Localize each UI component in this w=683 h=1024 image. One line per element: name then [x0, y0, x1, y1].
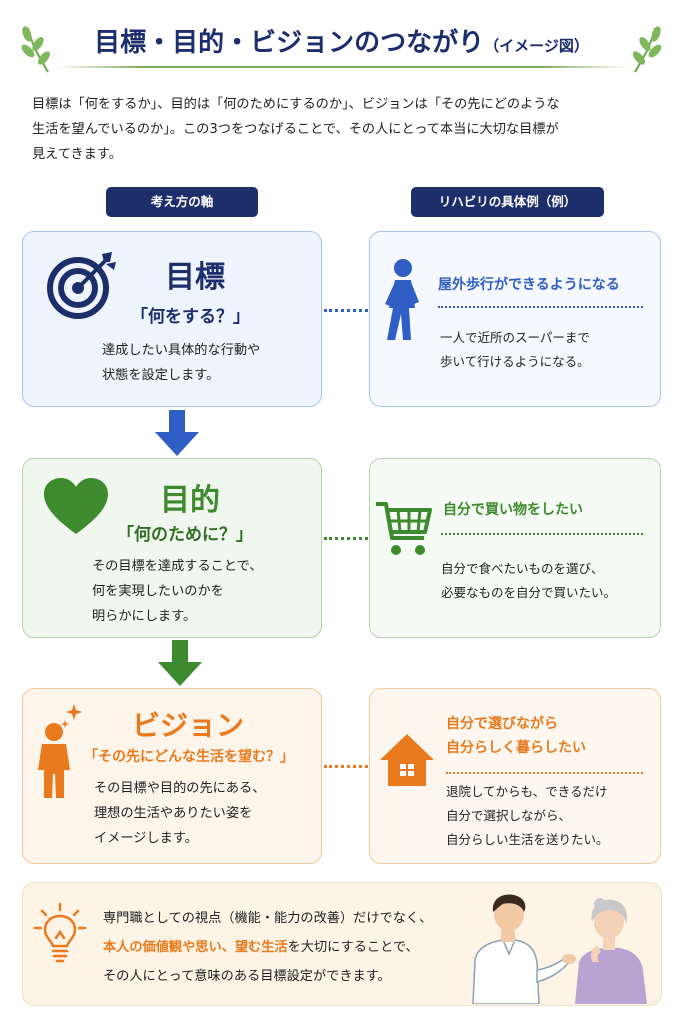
therapist-and-patient-illustration — [472, 894, 647, 1004]
lightbulb-icon — [33, 902, 87, 963]
summary-line: 専門職としての視点（機能・能力の改善）だけでなく、 — [103, 911, 433, 926]
goal-description: 達成したい具体的な行動や 状態を設定します。 — [102, 338, 260, 388]
vision-heading: ビジョン — [131, 709, 244, 742]
heart-icon — [44, 478, 108, 534]
intro-line: 生活を望んでいるのか」。この3つをつなげることで、その人にとって本当に大切な目標… — [32, 122, 559, 137]
summary-line: 本人の価値観や思い、望む生活を大切にすることで、 — [103, 933, 432, 962]
vision-box — [22, 688, 322, 864]
title-underline — [55, 66, 628, 68]
vision-example-desc-line: 退院してからも、できるだけ — [446, 784, 608, 799]
summary-highlight: 本人の価値観や思い、望む生活 — [103, 940, 288, 955]
leaf-branch-icon — [633, 26, 662, 73]
left-column-label: 考え方の軸 — [106, 187, 258, 217]
vision-desc-line: その目標や目的の先にある、 — [94, 781, 266, 796]
summary-line: その人にとって意味のある目標設定ができます。 — [103, 969, 391, 984]
purpose-example-desc-line: 自分で食べたいものを選び、 — [441, 561, 604, 576]
right-column-label: リハビリの具体例（例） — [411, 187, 604, 217]
vision-example-divider — [446, 772, 643, 774]
vision-example-title: 自分で選びながら 自分らしく暮らしたい — [446, 712, 586, 760]
purpose-heading: 目的 — [160, 483, 220, 518]
purpose-example-title: 自分で買い物をしたい — [443, 502, 583, 518]
purpose-question: 「何のために？」 — [117, 525, 253, 545]
vision-example-title-line: 自分で選びながら — [446, 716, 558, 732]
purpose-example-desc-line: 必要なものを自分で買いたい。 — [441, 585, 617, 600]
purpose-desc-line: 明らかにします。 — [92, 609, 197, 624]
goal-example-description: 一人で近所のスーパーまで 歩いて行けるようになる。 — [440, 326, 590, 374]
purpose-example-description: 自分で食べたいものを選び、 必要なものを自分で買いたい。 — [441, 557, 616, 605]
goal-heading: 目標 — [165, 260, 225, 295]
summary-line-rest: を大切にすることで、 — [287, 940, 419, 955]
purpose-description: その目標を達成することで、 何を実現したいのかを 明らかにします。 — [92, 554, 263, 629]
house-icon — [380, 734, 434, 786]
goal-desc-line: 達成したい具体的な行動や — [102, 343, 261, 358]
vision-description: その目標や目的の先にある、 理想の生活やありたい姿を イメージします。 — [94, 776, 265, 851]
goal-desc-line: 状態を設定します。 — [102, 368, 220, 383]
target-icon — [47, 252, 116, 319]
walking-person-icon — [385, 259, 419, 340]
goal-example-desc-line: 一人で近所のスーパーまで — [440, 330, 590, 345]
vision-example-desc-line: 自分で選択しながら、 — [446, 808, 572, 823]
purpose-connector — [324, 537, 368, 540]
title-suffix: （イメージ図） — [484, 37, 589, 55]
intro-text: 目標は「何をするか」、目的は「何のためにするのか」、ビジョンは「その先にどのよう… — [32, 92, 657, 167]
intro-line: 目標は「何をするか」、目的は「何のためにするのか」、ビジョンは「その先にどのよう… — [32, 97, 560, 112]
intro-line: 見えてきます。 — [32, 147, 122, 162]
vision-desc-line: 理想の生活やありたい姿を — [94, 806, 253, 821]
goal-example-title: 屋外歩行ができるようになる — [438, 277, 620, 293]
vision-desc-line: イメージします。 — [94, 831, 198, 846]
vision-example-desc-line: 自分らしい生活を送りたい。 — [446, 832, 609, 847]
vision-question: 「その先にどんな生活を望む？」 — [84, 749, 294, 765]
page-title: 目標・目的・ビジョンのつながり（イメージ図） — [94, 28, 589, 58]
title-banner: 目標・目的・ビジョンのつながり（イメージ図） — [0, 14, 683, 76]
person-sparkle-icon — [38, 704, 82, 798]
summary-text: 専門職としての視点（機能・能力の改善）だけでなく、 本人の価値観や思い、望む生活… — [103, 904, 432, 991]
goal-example-divider — [438, 306, 643, 308]
goal-question: 「何をする？」 — [131, 307, 250, 327]
purpose-example-divider — [441, 533, 643, 535]
leaf-branch-icon — [21, 26, 50, 73]
purpose-desc-line: 何を実現したいのかを — [92, 584, 224, 599]
summary-box — [22, 882, 662, 1006]
goal-example-desc-line: 歩いて行けるようになる。 — [440, 354, 590, 369]
goal-example-box — [369, 231, 661, 407]
vision-example-title-line: 自分らしく暮らしたい — [446, 740, 586, 756]
shopping-cart-icon — [376, 502, 432, 555]
vision-example-description: 退院してからも、できるだけ 自分で選択しながら、 自分らしい生活を送りたい。 — [446, 780, 609, 852]
goal-connector — [324, 309, 368, 312]
down-arrow-icon — [158, 640, 202, 686]
purpose-desc-line: その目標を達成することで、 — [92, 559, 263, 574]
vision-connector — [324, 765, 368, 768]
down-arrow-icon — [155, 410, 199, 456]
